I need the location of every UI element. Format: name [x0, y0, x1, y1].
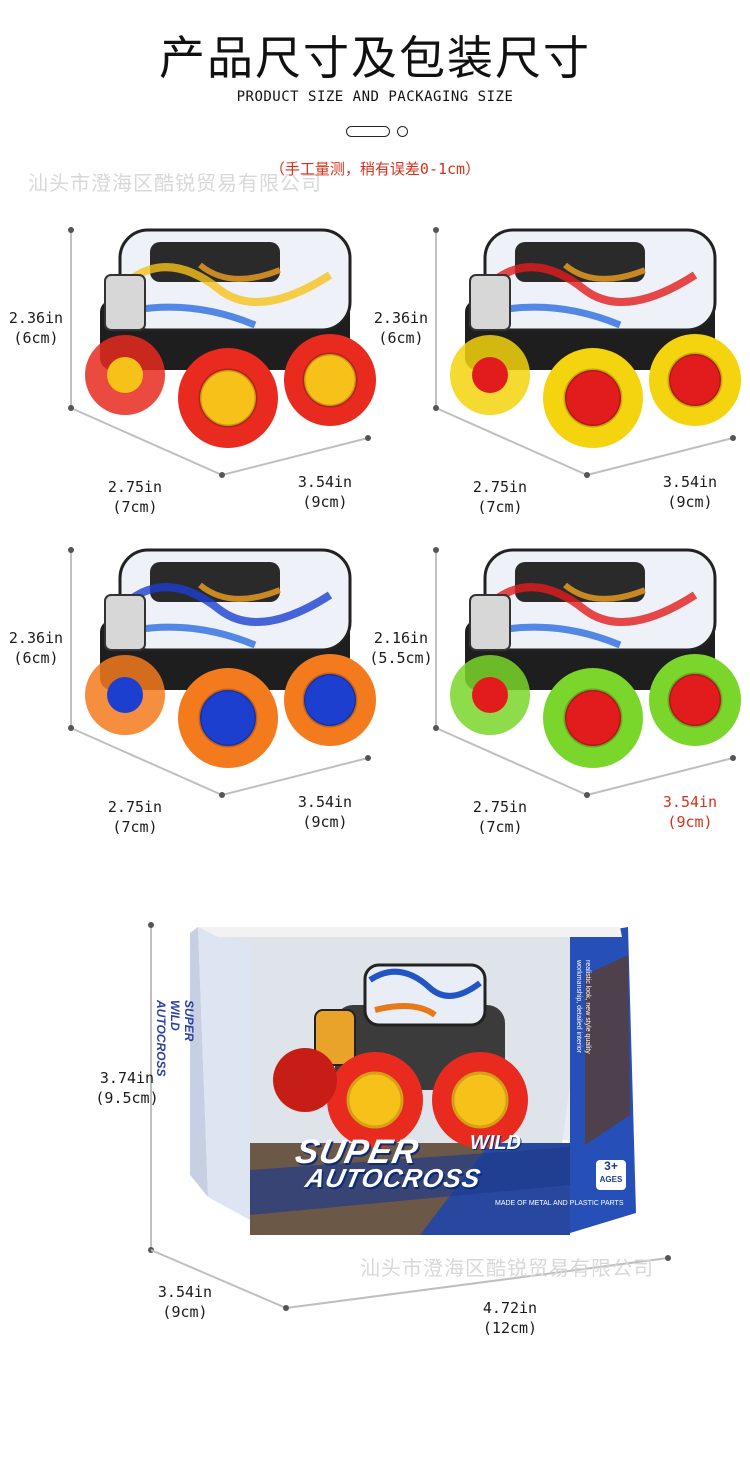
dim-dot [148, 922, 154, 928]
car-figure [433, 547, 741, 798]
height-label: 2.36in(6cm) [8, 629, 64, 667]
page-title: 产品尺寸及包装尺寸 [159, 31, 591, 85]
width-label: 2.75in(7cm) [472, 798, 528, 836]
package-car [273, 963, 528, 1148]
brand-autocross: AUTOCROSS [302, 1163, 484, 1193]
car-figure [433, 227, 741, 478]
height-label: 2.16in(5.5cm) [369, 629, 433, 667]
decorative-dot [397, 126, 408, 137]
package-depth-label: 3.54in(9cm) [157, 1283, 213, 1321]
length-label: 3.54in(9cm) [662, 793, 718, 831]
package-height-label: 3.74in(9.5cm) [95, 1069, 159, 1107]
car-figure [68, 227, 376, 478]
width-label: 2.75in(7cm) [107, 478, 163, 516]
width-label: 2.75in(7cm) [107, 798, 163, 836]
brand-wild: WILD [470, 1132, 522, 1154]
width-label: 2.75in(7cm) [472, 478, 528, 516]
watermark-bottom: 汕头市澄海区酷锐贸易有限公司 [360, 1256, 654, 1280]
car-figure [68, 547, 376, 798]
length-label: 3.54in(9cm) [662, 473, 718, 511]
age-badge: 3+AGES [596, 1160, 626, 1190]
watermark-top: 汕头市澄海区酷锐贸易有限公司 [28, 171, 322, 195]
length-label: 3.54in(9cm) [297, 793, 353, 831]
height-label: 2.36in(6cm) [8, 309, 64, 347]
package-height-line [150, 925, 152, 1250]
measurement-note: （手工量测，稍有误差0-1cm） [269, 160, 481, 178]
length-label: 3.54in(9cm) [297, 473, 353, 511]
decorative-pill [346, 126, 390, 137]
package-width-label: 4.72in(12cm) [482, 1299, 538, 1337]
height-label: 2.36in(6cm) [373, 309, 429, 347]
material-text: MADE OF METAL AND PLASTIC PARTS [495, 1200, 624, 1207]
page-subtitle: PRODUCT SIZE AND PACKAGING SIZE [236, 89, 514, 105]
